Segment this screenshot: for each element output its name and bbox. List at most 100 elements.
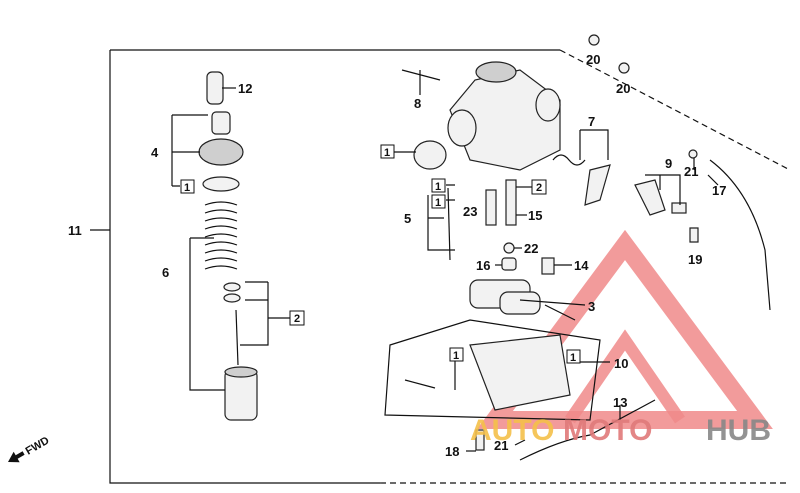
callout-11: 11 xyxy=(68,223,82,238)
part-1-o-ring xyxy=(202,176,240,192)
fwd-arrow-icon xyxy=(8,451,25,463)
frame-dashed-top-right xyxy=(559,49,791,171)
leader-4-1 xyxy=(171,114,208,187)
part-7-spring xyxy=(552,154,586,166)
part-5-pilot-screw xyxy=(447,187,451,261)
part-20-nut-a xyxy=(588,34,600,46)
callout-4: 4 xyxy=(151,145,159,160)
part-float-pin xyxy=(544,304,576,321)
callout-box-2-right xyxy=(531,179,547,195)
part-2-clip-b xyxy=(223,293,241,303)
watermark-text: AUTO MOTO HUB xyxy=(470,414,771,447)
part-10-bowl xyxy=(469,334,571,411)
leader-2 xyxy=(240,281,290,346)
float-bowl xyxy=(404,279,656,461)
part-3-float-b xyxy=(499,291,541,315)
watermark-logo xyxy=(477,229,773,429)
part-4-cover-stem xyxy=(211,111,231,135)
callout-1-body: 1 xyxy=(384,147,390,159)
callout-1-left: 1 xyxy=(184,182,190,194)
callout-box-1-body xyxy=(380,144,395,159)
callout-13: 13 xyxy=(613,395,627,410)
callout-8: 8 xyxy=(414,96,421,111)
callout-3: 3 xyxy=(588,299,595,314)
callout-19: 19 xyxy=(688,252,702,267)
part-21-clamp xyxy=(688,149,698,159)
callout-1-bowl-a: 1 xyxy=(453,350,459,362)
linkage-parts xyxy=(552,34,771,311)
slide-assembly xyxy=(198,71,258,421)
callout-5: 5 xyxy=(404,211,411,226)
callout-box-1-bowl-a xyxy=(449,347,464,362)
leader-21-bottom xyxy=(514,439,526,446)
callout-2-left: 2 xyxy=(294,313,300,325)
part-8-screw xyxy=(401,69,441,81)
leader-box-1 xyxy=(446,184,455,201)
part-12-cap xyxy=(206,71,224,105)
float-bowl-frame xyxy=(384,319,601,421)
fwd-label: FWD xyxy=(24,435,52,458)
carb-top-opening xyxy=(475,61,517,83)
watermark-inner-triangle xyxy=(565,329,685,424)
part-14-valve xyxy=(541,257,555,275)
callout-17: 17 xyxy=(712,183,726,198)
leader-6 xyxy=(189,237,225,391)
part-16-main-jet xyxy=(501,257,517,271)
leader-5 xyxy=(427,195,455,251)
part-jet-needle xyxy=(235,309,239,366)
callout-6: 6 xyxy=(162,265,169,280)
callout-20-a: 20 xyxy=(586,52,600,67)
watermark-part-b: MOTO xyxy=(563,414,652,447)
part-4-top-cover xyxy=(198,138,244,166)
callout-12: 12 xyxy=(238,81,252,96)
callout-labels: 12 4 1 11 6 2 8 1 20 20 7 9 21 17 19 1 1… xyxy=(68,52,726,459)
part-6-spring xyxy=(204,201,238,270)
part-7-lever xyxy=(584,164,611,206)
part-19-screw xyxy=(689,227,699,243)
callout-21-bottom: 21 xyxy=(494,438,508,453)
part-9-lever xyxy=(634,179,666,216)
callout-1-pilot-b: 1 xyxy=(435,197,441,209)
callout-14: 14 xyxy=(574,258,589,273)
jets xyxy=(447,179,555,275)
part-15-needle-jet xyxy=(505,179,517,226)
part-13-drain-tube xyxy=(519,399,656,461)
callout-9: 9 xyxy=(665,156,672,171)
callout-1-bowl-b: 1 xyxy=(570,352,576,364)
watermark-triangle xyxy=(477,229,773,429)
carb-inlet xyxy=(447,109,477,147)
part-slide-top xyxy=(224,366,258,378)
part-22-jet xyxy=(503,242,515,254)
callout-box-1-pilot-a xyxy=(431,178,446,193)
callout-box-1-left xyxy=(180,179,195,194)
callout-21-top: 21 xyxy=(684,164,698,179)
watermark-part-c: HUB xyxy=(706,414,771,447)
callout-2-right: 2 xyxy=(536,182,542,194)
fwd-marker: FWD xyxy=(8,435,52,463)
leader-7 xyxy=(579,129,609,160)
callout-23: 23 xyxy=(463,204,477,219)
watermark-part-a: AUTO xyxy=(470,414,554,447)
callout-box-2-left xyxy=(289,310,305,326)
leader-9 xyxy=(645,174,681,205)
callout-1-pilot-a: 1 xyxy=(435,181,441,193)
callout-box-1-pilot-b xyxy=(431,194,446,209)
callout-22: 22 xyxy=(524,241,538,256)
callout-7: 7 xyxy=(588,114,595,129)
part-2-clip-a xyxy=(223,282,241,292)
carburetor-body xyxy=(401,61,561,171)
callout-18: 18 xyxy=(445,444,459,459)
part-1-o-ring-body xyxy=(413,140,447,170)
part-23-jet xyxy=(485,189,497,226)
leader-17 xyxy=(707,174,719,186)
callout-box-1-bowl-b xyxy=(566,349,581,364)
frame-left-bottom xyxy=(109,50,380,484)
part-17-tube xyxy=(709,159,771,311)
part-9-clip xyxy=(671,202,687,214)
leader-3 xyxy=(519,299,586,306)
part-drain-screw xyxy=(404,379,436,389)
callout-15: 15 xyxy=(528,208,542,223)
part-20-nut-b xyxy=(618,62,630,74)
part-18-screw xyxy=(475,429,485,451)
